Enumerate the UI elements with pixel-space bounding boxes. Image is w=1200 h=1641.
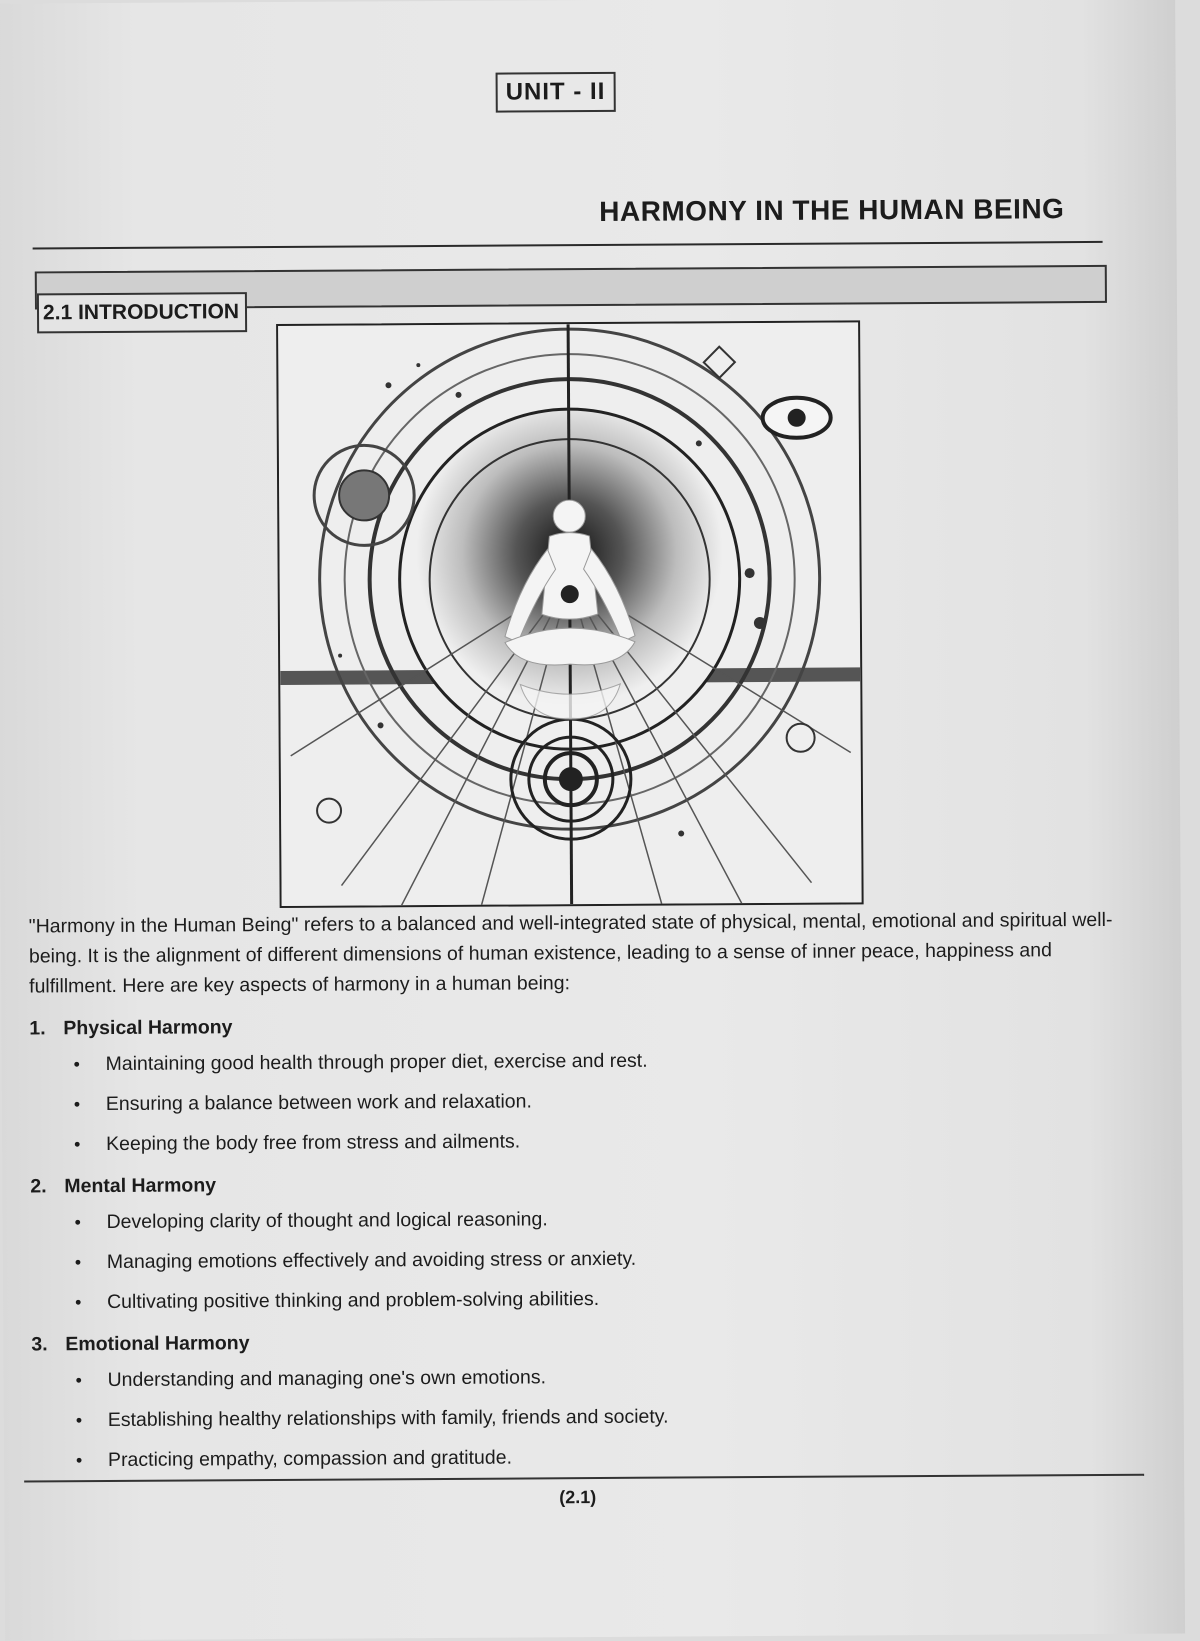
aspect-number: 2. [30,1175,47,1198]
body-text: "Harmony in the Human Being" refers to a… [29,905,1132,1486]
section-heading: 2.1 INTRODUCTION [36,292,248,334]
list-item: •Establishing healthy relationships with… [76,1399,1132,1435]
bullet-icon: • [74,1134,81,1155]
mental-points: •Developing clarity of thought and logic… [30,1201,1131,1318]
page-number: (2.1) [559,1487,597,1508]
bullet-icon: • [74,1292,82,1313]
list-item: •Keeping the body free from stress and a… [74,1123,1130,1159]
unit-label: UNIT - II [495,71,616,113]
list-item: •Practicing empathy, compassion and grat… [76,1439,1132,1475]
bullet-icon: • [74,1252,82,1273]
title-rule [32,240,1103,250]
bullet-icon: • [75,1370,82,1391]
bullet-icon: • [73,1054,80,1075]
bullet-icon: • [74,1212,81,1233]
aspect-number: 1. [29,1017,46,1040]
list-item: •Cultivating positive thinking and probl… [75,1281,1131,1317]
aspect-heading-mental: 2. Mental Harmony [30,1165,1130,1202]
physical-points: •Maintaining good health through proper … [30,1043,1131,1160]
meditation-illustration [276,320,864,908]
list-item: •Understanding and managing one's own em… [75,1359,1131,1395]
intro-paragraph: "Harmony in the Human Being" refers to a… [28,908,1113,998]
aspect-title: Physical Harmony [63,1016,233,1040]
list-item: •Maintaining good health through proper … [74,1043,1130,1079]
emotional-points: •Understanding and managing one's own em… [31,1359,1132,1476]
aspect-title: Emotional Harmony [65,1332,250,1356]
bullet-icon: • [73,1094,81,1115]
aspect-heading-physical: 1. Physical Harmony [29,1007,1129,1044]
list-item: •Developing clarity of thought and logic… [74,1201,1130,1237]
list-item: •Ensuring a balance between work and rel… [74,1083,1130,1119]
aspect-heading-emotional: 3. Emotional Harmony [31,1323,1131,1360]
chapter-title: HARMONY IN THE HUMAN BEING [599,193,1065,227]
aspect-title: Mental Harmony [64,1174,217,1198]
bullet-icon: • [75,1410,83,1431]
bullet-icon: • [75,1450,83,1471]
aspect-number: 3. [31,1333,48,1356]
list-item: •Managing emotions effectively and avoid… [75,1241,1131,1277]
meditating-figure-icon [278,322,862,906]
